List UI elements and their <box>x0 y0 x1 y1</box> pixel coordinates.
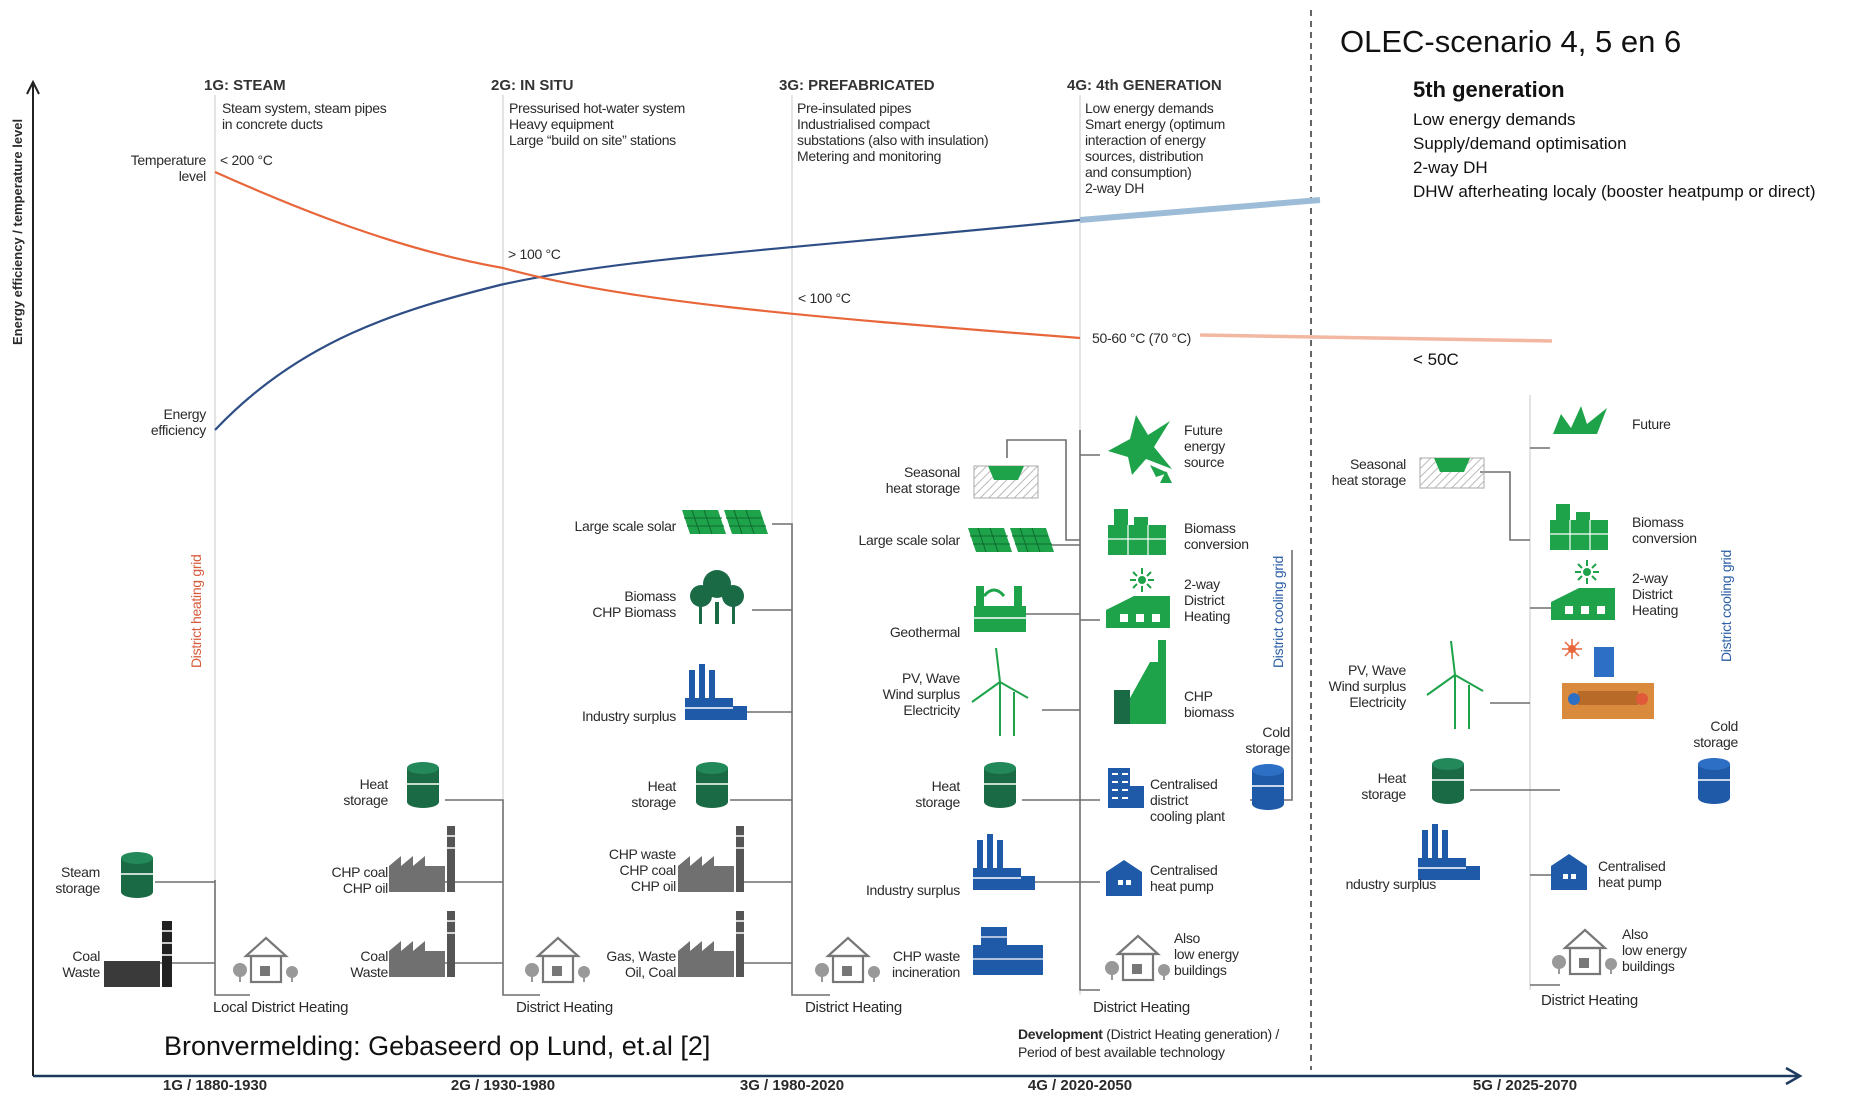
district-cooling-grid-label: District cooling grid <box>1270 556 1286 668</box>
grid-label-4g: District Heating <box>1093 999 1190 1016</box>
development-caption-line2: Period of best available technology <box>1018 1044 1225 1060</box>
district-heating-grid-label: District heating grid <box>188 554 204 668</box>
steam-storage-label: Steam storage <box>55 864 100 896</box>
chp-label-2g: CHP coal CHP oil <box>331 864 389 896</box>
seasonal-storage-label-4g: Seasonal heat storage <box>885 464 961 496</box>
cold-storage-label-5g: Cold storage <box>1693 718 1738 750</box>
fifth-gen-line: Low energy demands <box>1413 110 1576 129</box>
heat-pump-label-5g: Centralised heat pump <box>1598 858 1666 890</box>
y-axis-label: Energy efficiency / temperature level <box>10 118 25 345</box>
gen-4-description: Low energy demands Smart energy (optimum… <box>1085 100 1225 196</box>
chp-label-3g: CHP waste CHP coal CHP oil <box>608 846 676 894</box>
gen-4-title: 4G: 4th GENERATION <box>1067 77 1222 94</box>
two-way-dh-label-4g: 2-way District Heating <box>1184 576 1231 624</box>
geothermal-label: Geothermal <box>889 624 960 640</box>
period-4g: 4G / 2020-2050 <box>1027 1077 1133 1094</box>
seasonal-storage-label-5g: Seasonal heat storage <box>1331 456 1407 488</box>
period-3g: 3G / 1980-2020 <box>739 1077 845 1094</box>
industry-surplus-label-4g: Industry surplus <box>865 882 960 898</box>
grid-label-5g: District Heating <box>1541 992 1638 1009</box>
gen-2-title: 2G: IN SITU <box>491 77 574 94</box>
development-rest: (District Heating generation) / <box>1102 1026 1279 1042</box>
low-energy-buildings-label-5g: Also low energy buildings <box>1622 926 1687 974</box>
cooling-plant-label: Centralised district cooling plant <box>1150 776 1225 824</box>
large-scale-solar-label-3g: Large scale solar <box>574 518 676 534</box>
heat-storage-label-3g: Heat storage <box>631 778 676 810</box>
temp-label-2g: > 100 °C <box>508 246 561 262</box>
chp-biomass-label: CHP biomass <box>1184 688 1235 720</box>
large-scale-solar-label-4g: Large scale solar <box>858 532 960 548</box>
coal-waste-label-2g: Coal Waste <box>350 948 388 980</box>
industry-surplus-label-3g: Industry surplus <box>581 708 676 724</box>
fuels-label-3g: Gas, Waste Oil, Coal <box>606 948 676 980</box>
scenario-title: OLEC-scenario 4, 5 en 6 <box>1340 24 1682 59</box>
fifth-gen-line: Supply/demand optimisation <box>1413 134 1627 153</box>
energy-efficiency-label: Energy efficiency <box>150 406 206 438</box>
temp-label-3g: < 100 °C <box>798 290 851 306</box>
period-1g: 1G / 1880-1930 <box>162 1077 268 1094</box>
biomass-conversion-label-4g: Biomass conversion <box>1184 520 1249 552</box>
fifth-gen-heading: 5th generation <box>1413 77 1565 102</box>
gen-1-title: 1G: STEAM <box>204 77 286 94</box>
gen-3-title: 3G: PREFABRICATED <box>779 77 935 94</box>
period-2g: 2G / 1930-1980 <box>450 1077 556 1094</box>
temperature-level-label: Temperature level <box>130 152 207 184</box>
heat-pump-label-4g: Centralised heat pump <box>1150 862 1218 894</box>
period-5g: 5G / 2025-2070 <box>1472 1077 1578 1094</box>
gen-2-description: Pressurised hot-water system Heavy equip… <box>509 100 685 148</box>
two-way-dh-label-5g: 2-way District Heating <box>1632 570 1679 618</box>
future-label-5g: Future <box>1632 416 1671 432</box>
source-note: Bronvermelding: Gebaseerd op Lund, et.al… <box>164 1031 711 1061</box>
heat-storage-label-4g: Heat storage <box>915 778 960 810</box>
grid-label-1g: Local District Heating <box>213 999 349 1016</box>
grid-label-3g: District Heating <box>805 999 902 1016</box>
fifth-gen-line: DHW afterheating localy (booster heatpum… <box>1413 182 1816 201</box>
grid-label-2g: District Heating <box>516 999 613 1016</box>
biomass-conversion-label-5g: Biomass conversion <box>1632 514 1697 546</box>
future-energy-label-4g: Future energy source <box>1184 422 1226 470</box>
industry-surplus-label-5g: ndustry surplus <box>1345 876 1437 892</box>
temp-label-4g: 50-60 °C (70 °C) <box>1092 330 1191 346</box>
coal-waste-label: Coal Waste <box>62 948 100 980</box>
chp-waste-label: CHP waste incineration <box>892 948 960 980</box>
district-cooling-grid-label-5g: District cooling grid <box>1718 550 1734 662</box>
development-bold: Development <box>1018 1026 1103 1042</box>
pv-wind-label-4g: PV, Wave Wind surplus Electricity <box>882 670 961 718</box>
heat-storage-label-5g: Heat storage <box>1361 770 1406 802</box>
heat-storage-label-2g: Heat storage <box>343 776 388 808</box>
temp-label-1g: < 200 °C <box>220 152 273 168</box>
fifth-gen-temperature: < 50C <box>1413 350 1459 369</box>
fifth-gen-line: 2-way DH <box>1413 158 1488 177</box>
cold-storage-label-4g: Cold storage <box>1245 724 1290 756</box>
low-energy-buildings-label-4g: Also low energy buildings <box>1174 930 1239 978</box>
pv-wind-label-5g: PV, Wave Wind surplus Electricity <box>1328 662 1407 710</box>
gen-3-description: Pre-insulated pipes Industrialised compa… <box>797 100 989 164</box>
gen-1-description: Steam system, steam pipes in concrete du… <box>222 100 387 132</box>
biomass-label-3g: Biomass CHP Biomass <box>592 588 676 620</box>
development-caption: Development (District Heating generation… <box>1018 1026 1279 1042</box>
